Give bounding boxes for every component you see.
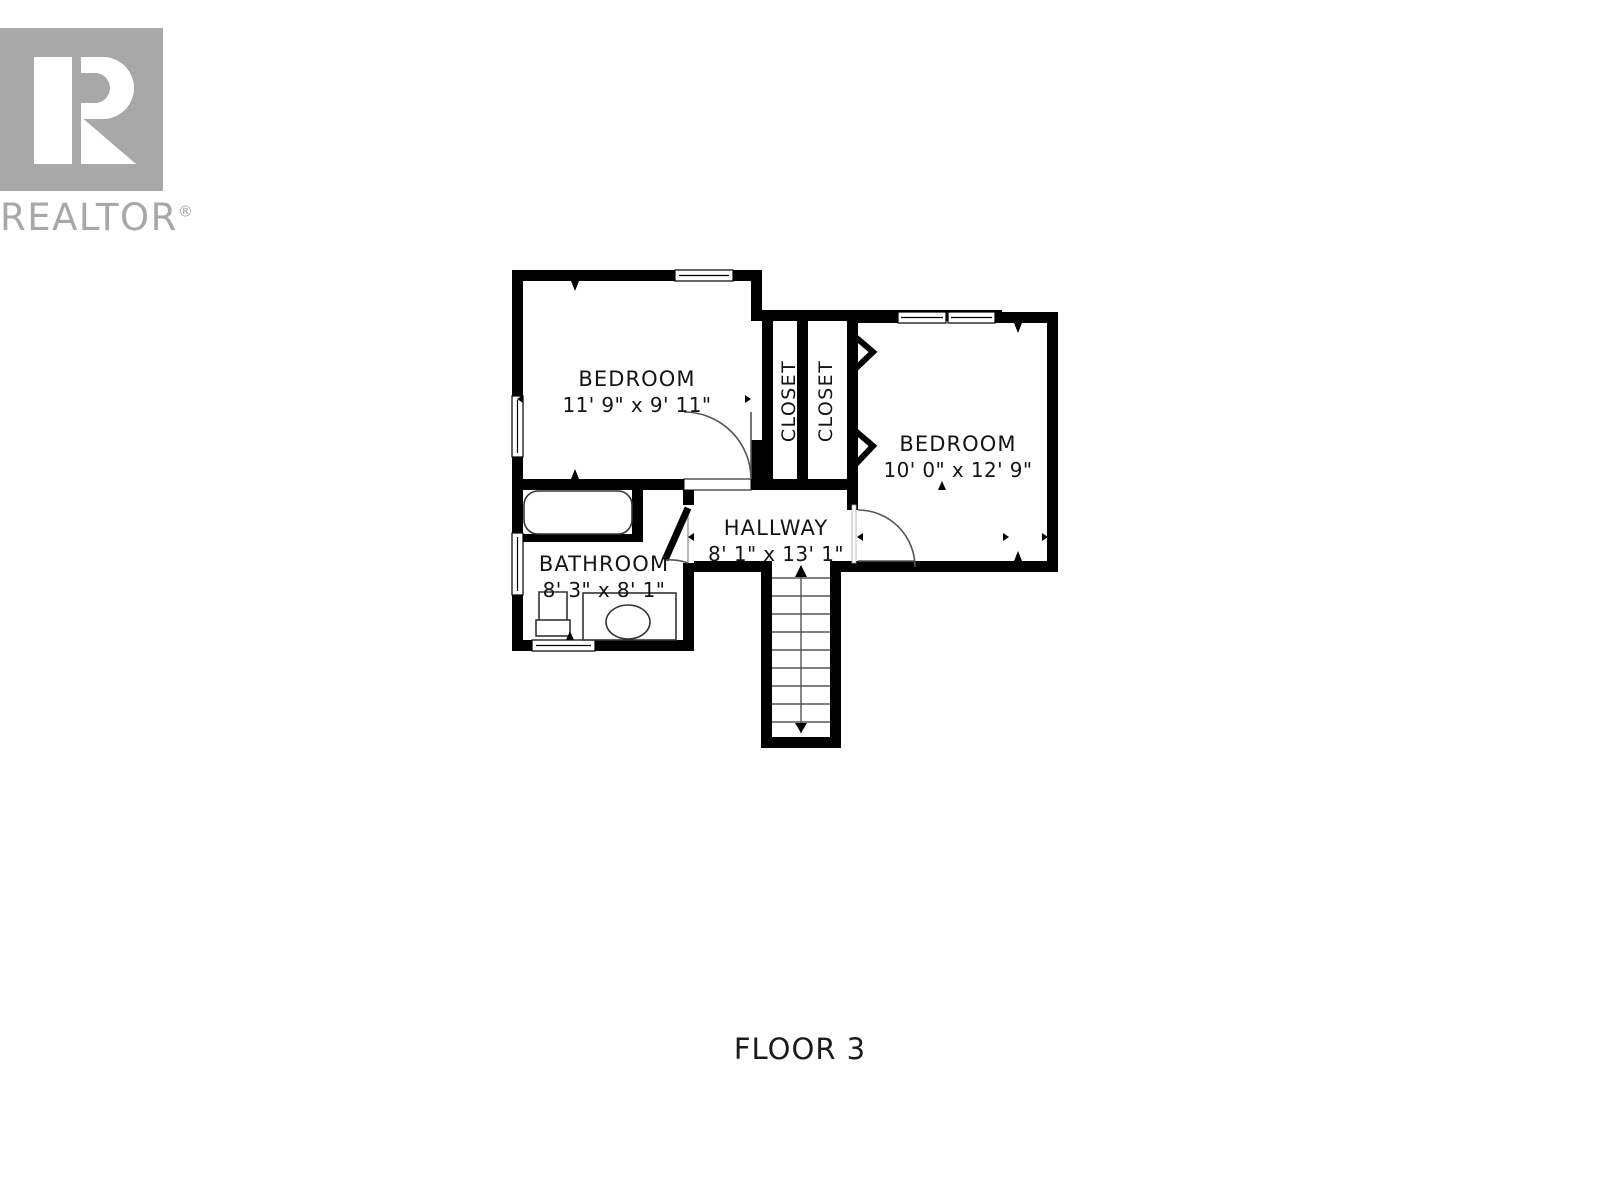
vanity-sink-fixture: [582, 592, 677, 641]
wall-bedroom2-right: [1047, 312, 1058, 572]
staircase-fixture: [772, 561, 830, 737]
wall-bedroom1-left-upper: [512, 270, 523, 396]
wall-bathroom-bottom-right: [595, 640, 694, 651]
wall-bathroom-left-upper: [512, 490, 523, 533]
wall-bathroom-left-lower: [512, 595, 523, 651]
wall-bedroom1-right-lower: [751, 440, 762, 490]
doors: [661, 331, 916, 568]
fixtures: [523, 490, 677, 641]
realtor-logo: REALTOR®: [0, 28, 193, 240]
wall-bedroom2-top-left: [858, 312, 898, 323]
door-closet-upper-bifold: [849, 331, 878, 375]
toilet-fixture: [535, 591, 571, 637]
stairs-up-arrow: [795, 565, 807, 577]
closet-label-1: CLOSET: [778, 359, 800, 443]
door-bedroom1: [683, 411, 752, 491]
wall-tub-alcove-right: [632, 490, 643, 540]
wall-bedroom2-left-b: [847, 372, 858, 428]
door-bathroom: [661, 505, 694, 564]
wall-closet-divider: [797, 310, 808, 490]
wall-tub-alcove-bottom: [523, 534, 643, 542]
wall-closets-bottom: [762, 479, 858, 490]
wall-bathroom-right: [683, 490, 694, 651]
wall-structure: [512, 270, 1058, 748]
stairs-down-arrow: [795, 723, 807, 733]
room-dimensions: 8' 3" x 8' 1": [542, 577, 666, 602]
wall-bedroom2-left-c: [847, 468, 858, 510]
wall-bedroom2-left-a: [847, 312, 858, 334]
wall-closet1-left: [762, 310, 773, 490]
wall-stair-bottom: [761, 737, 841, 748]
wall-hallway-bottom-left: [683, 561, 761, 572]
window-bedroom1-left: [511, 395, 524, 458]
wall-bathroom-bottom-left: [512, 640, 532, 651]
windows: [511, 269, 996, 652]
realtor-r-mark-icon: [0, 28, 163, 191]
door-closet-lower-bifold: [849, 425, 878, 471]
wall-stair-right: [830, 561, 841, 748]
wall-bedroom1-top-left: [512, 270, 675, 281]
room-name: BEDROOM: [899, 432, 1017, 456]
wall-bedroom1-left-lower: [512, 457, 523, 490]
room-label-bedroom-2: BEDROOM 10' 0" x 12' 9": [858, 431, 1058, 483]
room-name: BATHROOM: [538, 552, 670, 576]
registered-trademark-symbol: ®: [177, 202, 195, 221]
logo-r-bowl-counter: [80, 73, 110, 103]
room-name: BEDROOM: [578, 367, 696, 391]
wall-bedroom2-top-right: [995, 312, 1058, 323]
window-bathroom-left: [511, 532, 524, 596]
logo-r-gap: [72, 57, 81, 164]
room-dimensions: 10' 0" x 12' 9": [883, 457, 1033, 482]
wall-bedroom2-bottom: [858, 561, 1058, 572]
room-name: HALLWAY: [723, 516, 829, 540]
room-dimensions: 11' 9" x 9' 11": [562, 392, 712, 417]
wall-bedroom1-top-right: [733, 270, 762, 281]
window-bathroom-bottom: [531, 639, 596, 652]
logo-r-stem: [34, 57, 72, 164]
wall-stair-left: [761, 561, 772, 748]
door-bedroom2: [847, 504, 916, 568]
closet-label-2: CLOSET: [815, 359, 837, 443]
realtor-wordmark: REALTOR®: [0, 196, 194, 239]
room-label-hallway: HALLWAY 8' 1" x 13' 1": [694, 515, 858, 567]
wall-bedroom1-right-upper: [751, 270, 762, 320]
room-interiors: [512, 270, 1058, 572]
floor-title: FLOOR 3: [733, 1032, 867, 1066]
dimension-markers: [517, 281, 1048, 640]
bathtub-fixture: [523, 490, 633, 535]
wall-bedroom1-bottom: [512, 479, 762, 490]
window-bedroom1-top: [674, 269, 734, 282]
window-bedroom2-top: [897, 311, 996, 324]
room-dimensions: 8' 1" x 13' 1": [708, 541, 844, 566]
wall-hallway-bottom-right: [830, 561, 858, 572]
room-label-bathroom: BATHROOM 8' 3" x 8' 1": [516, 551, 692, 603]
room-label-bedroom-1: BEDROOM 11' 9" x 9' 11": [512, 366, 762, 418]
realtor-wordmark-text: REALTOR: [0, 196, 178, 239]
